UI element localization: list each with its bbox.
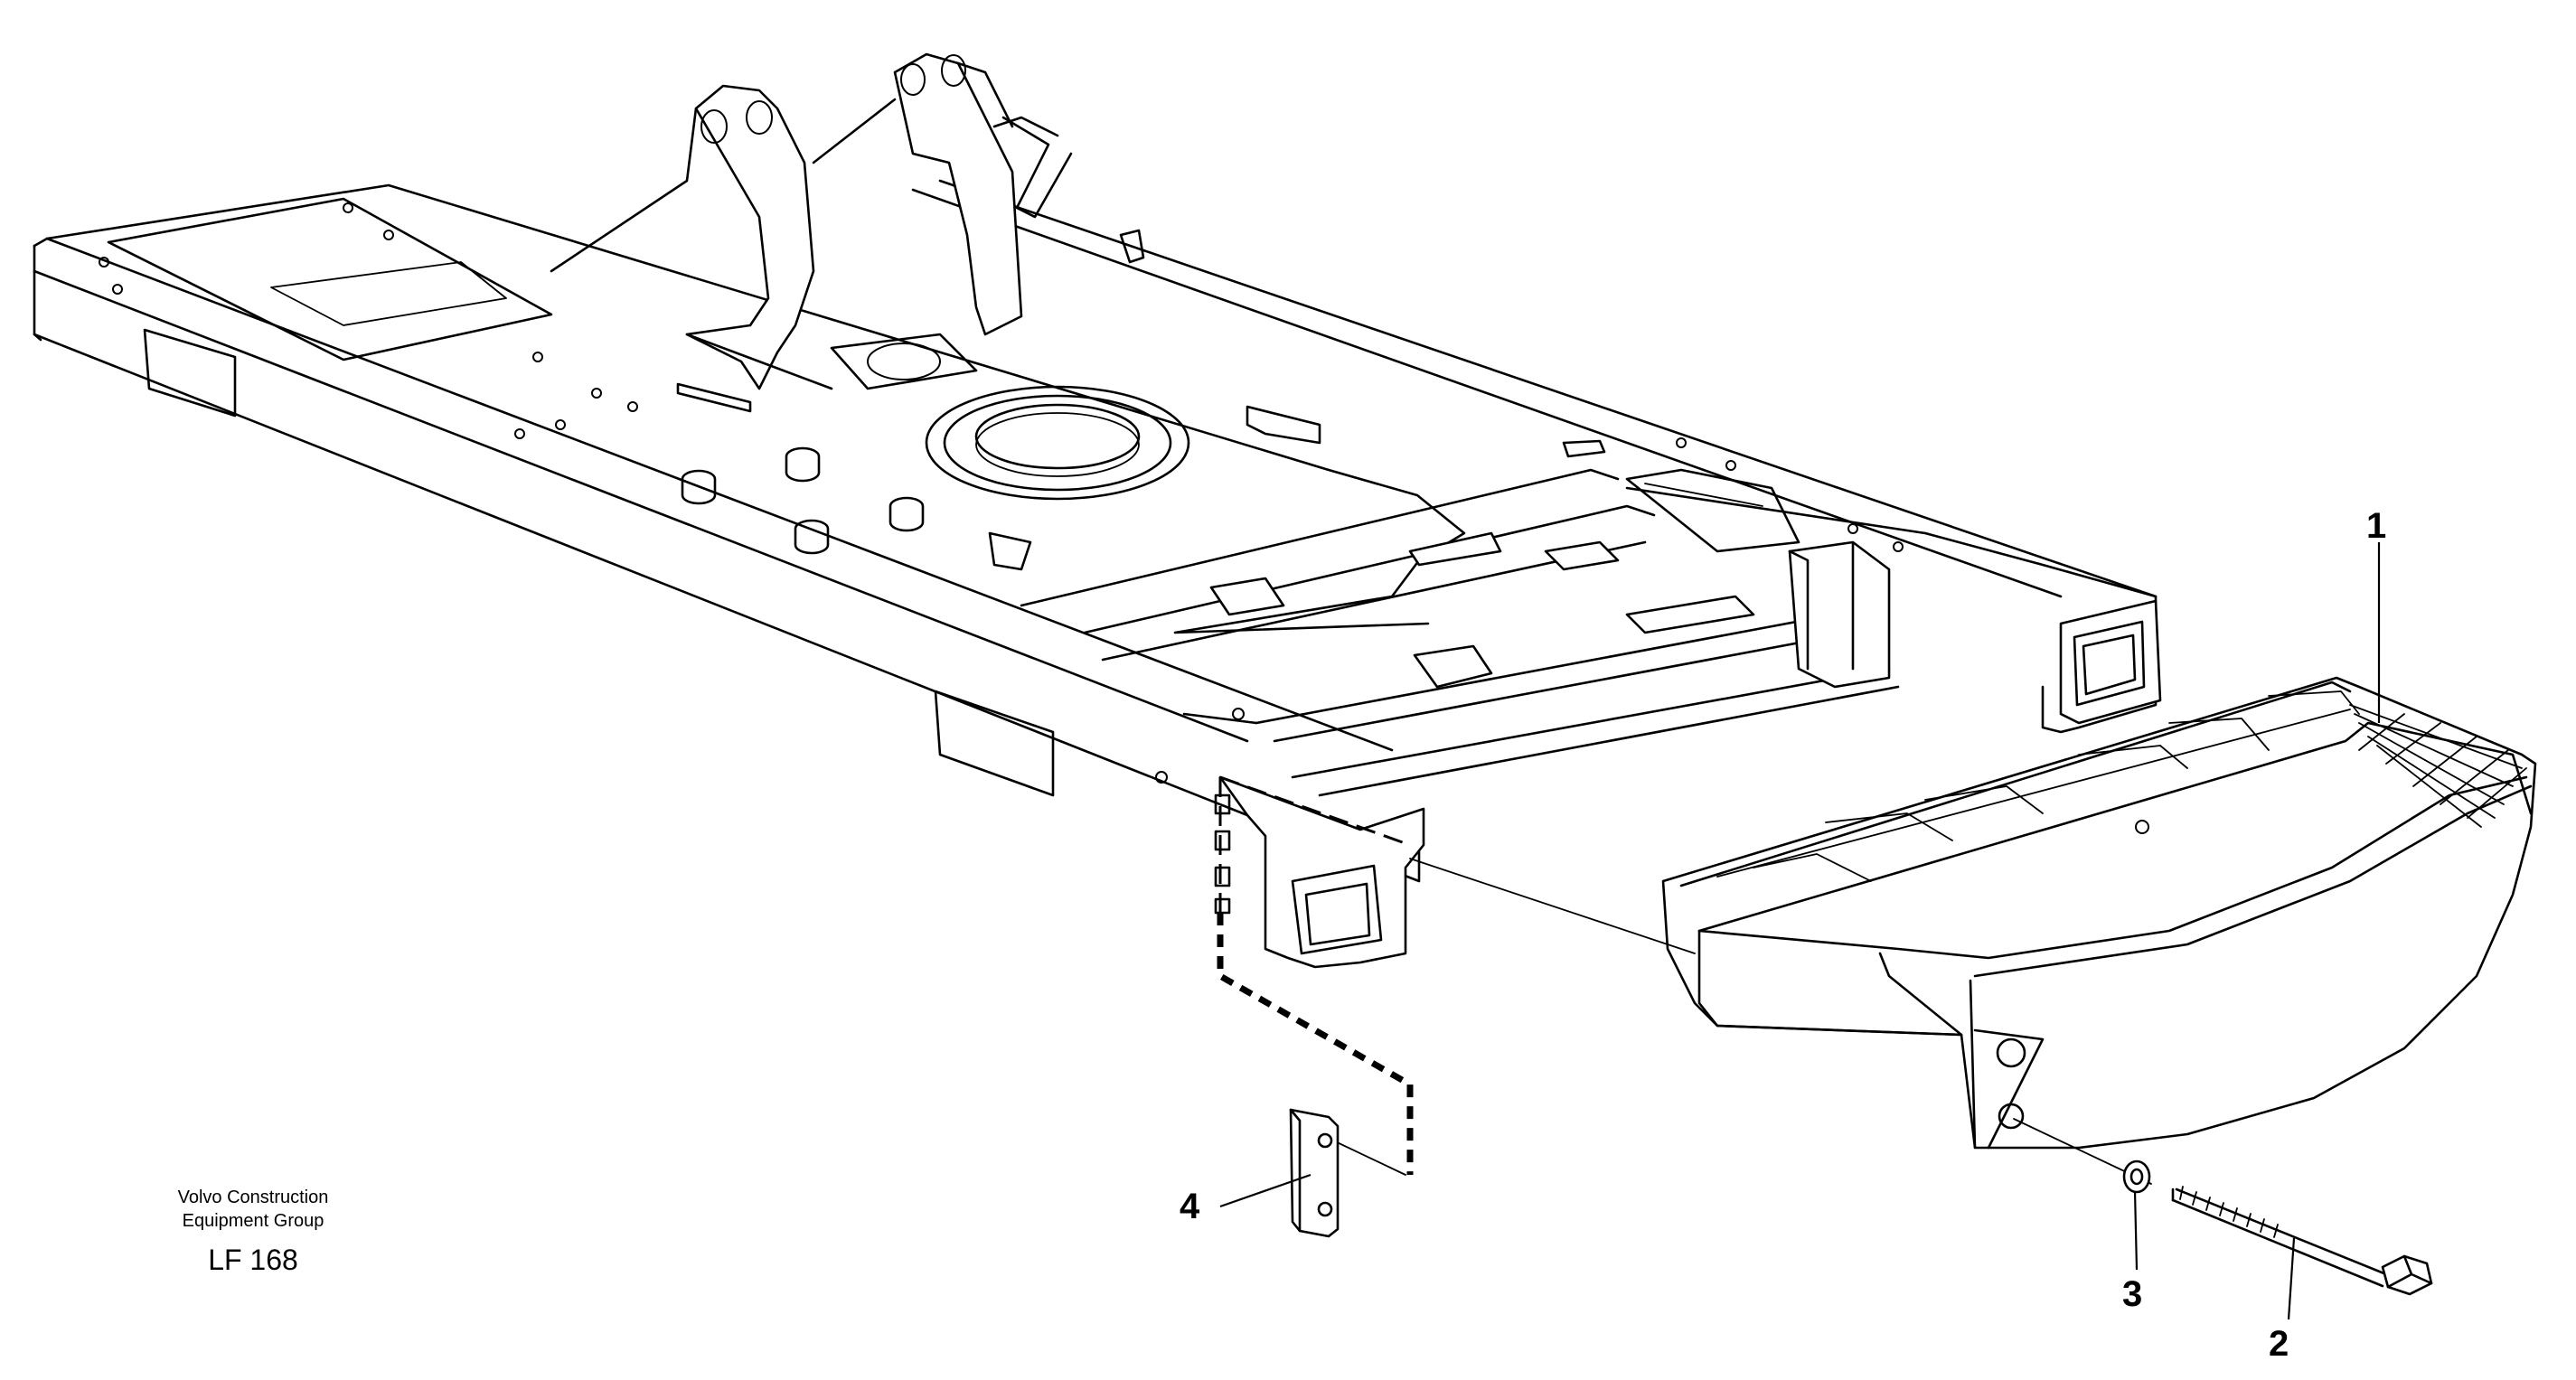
leader-4 [1219,1173,1312,1208]
upper-frame [33,52,2162,969]
callout-3: 3 [2122,1274,2142,1314]
washer-part [2122,1159,2151,1194]
publisher-line-2: Equipment Group [182,1211,324,1231]
bolt-part [2171,1186,2433,1296]
publisher-line-1: Volvo Construction [177,1188,329,1207]
leader-3 [2133,1190,2139,1271]
plate-part [1289,1108,1340,1238]
callout-2: 2 [2269,1324,2289,1364]
leader-2 [2287,1237,2296,1320]
counterweight [1661,676,2537,1150]
callout-4: 4 [1180,1187,1200,1226]
publisher-credit: Volvo Construction Equipment Group [136,1186,371,1233]
callout-1: 1 [2366,506,2386,546]
figure-code: LF 168 [208,1244,298,1276]
